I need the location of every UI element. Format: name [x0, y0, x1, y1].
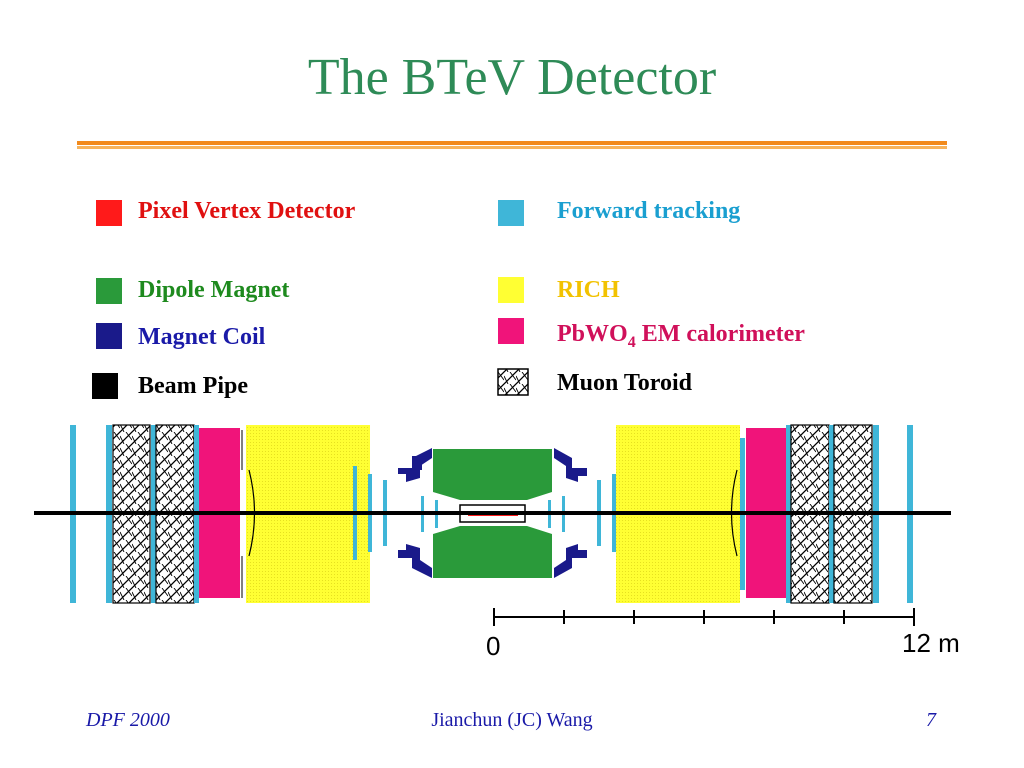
- title-rule: [77, 141, 947, 145]
- magnet-coil-ur: [554, 448, 587, 482]
- footer-page-number: 7: [926, 709, 936, 731]
- legend-coil-label: Magnet Coil: [138, 324, 266, 350]
- scale-end-label: 12 m: [902, 628, 960, 658]
- legend-pixel-label: Pixel Vertex Detector: [138, 198, 356, 224]
- coil-swatch: [96, 323, 122, 349]
- ecal-label-rest: EM calorimeter: [635, 321, 805, 347]
- ecal-swatch: [498, 318, 524, 344]
- dipole-magnet-lower: [433, 526, 552, 578]
- legend-toroid-label: Muon Toroid: [557, 370, 692, 396]
- legend-forward-label: Forward tracking: [557, 198, 741, 224]
- ecal-label-sub: 4: [627, 333, 636, 351]
- title-rule-shadow: [77, 146, 947, 149]
- legend-dipole-label: Dipole Magnet: [138, 277, 290, 303]
- legend-ecal-label: PbWO4 EM calorimeter: [557, 322, 805, 351]
- beampipe-swatch: [92, 373, 118, 399]
- scale-start-label: 0: [486, 631, 501, 661]
- dipole-magnet-upper: [433, 449, 552, 500]
- rich-swatch: [498, 277, 524, 303]
- magnet-coil-ul-2: [412, 456, 422, 470]
- slide-title: The BTeV Detector: [307, 49, 717, 106]
- footer-left: DPF 2000: [86, 709, 170, 731]
- ecal-label-main: PbWO: [557, 321, 628, 347]
- magnet-coil-ll: [398, 544, 432, 578]
- beam-pipe: [34, 511, 951, 515]
- legend-rich-label: RICH: [557, 277, 620, 303]
- footer-center: Jianchun (JC) Wang: [431, 709, 593, 731]
- toroid-swatch: [497, 368, 529, 396]
- pixel-swatch: [96, 200, 122, 226]
- dipole-swatch: [96, 278, 122, 304]
- legend-beampipe-label: Beam Pipe: [138, 373, 248, 399]
- forward-tracking-swatch: [498, 200, 524, 226]
- magnet-coil-lr: [554, 544, 587, 578]
- scale-bar: [493, 608, 915, 626]
